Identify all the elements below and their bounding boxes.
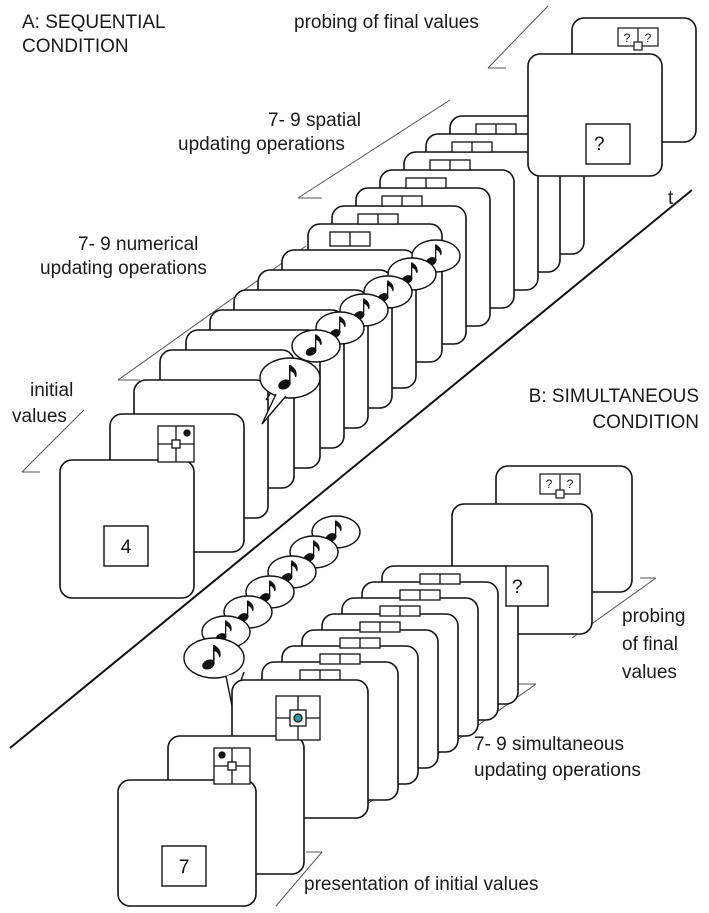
panel-a-title-line1: A: SEQUENTIAL bbox=[22, 12, 166, 34]
probe-grid-q1-b: ? bbox=[546, 477, 553, 491]
probe-box-q-a: ? bbox=[594, 134, 605, 155]
initial-cards-b bbox=[118, 680, 368, 906]
probe-grid-q2-b: ? bbox=[567, 477, 574, 491]
initial-digit-a: 4 bbox=[121, 537, 132, 558]
spatial-label-line2-a: updating operations bbox=[178, 134, 345, 156]
spatial-grid-initial-b bbox=[214, 748, 250, 784]
simultaneous-label-line2-b: updating operations bbox=[474, 760, 641, 782]
probing-label-line1-b: probing bbox=[622, 606, 685, 628]
probe-box-q-b: ? bbox=[512, 577, 523, 598]
probe-box-a bbox=[586, 124, 630, 164]
probing-label-a: probing of final values bbox=[294, 12, 479, 34]
simultaneous-label-line1-b: 7- 9 simultaneous bbox=[474, 734, 624, 756]
probe-grid-q2-a: ? bbox=[645, 31, 652, 45]
presentation-label-b: presentation of initial values bbox=[304, 874, 538, 896]
numerical-label-line1-a: 7- 9 numerical bbox=[78, 234, 198, 256]
spatial-grid-initial-a bbox=[158, 426, 194, 462]
initial-cards-a bbox=[60, 414, 244, 598]
initial-label-line2-a: values bbox=[12, 406, 67, 428]
numerical-label-line2-a: updating operations bbox=[40, 258, 207, 280]
initial-label-line1-a: initial bbox=[30, 380, 73, 402]
probing-label-line2-b: of final bbox=[622, 634, 678, 656]
probing-label-line3-b: values bbox=[622, 662, 677, 684]
spatial-grid-b-teal bbox=[276, 696, 320, 740]
spatial-label-line1-a: 7- 9 spatial bbox=[268, 110, 361, 132]
initial-digit-b: 7 bbox=[179, 857, 190, 878]
time-axis-label: t bbox=[668, 188, 673, 210]
panel-b-title-line1: B: SIMULTANEOUS bbox=[529, 386, 699, 408]
panel-b-title-line2: CONDITION bbox=[592, 412, 699, 434]
panel-a-title-line2: CONDITION bbox=[22, 36, 129, 58]
probe-grid-q1-a: ? bbox=[624, 31, 631, 45]
